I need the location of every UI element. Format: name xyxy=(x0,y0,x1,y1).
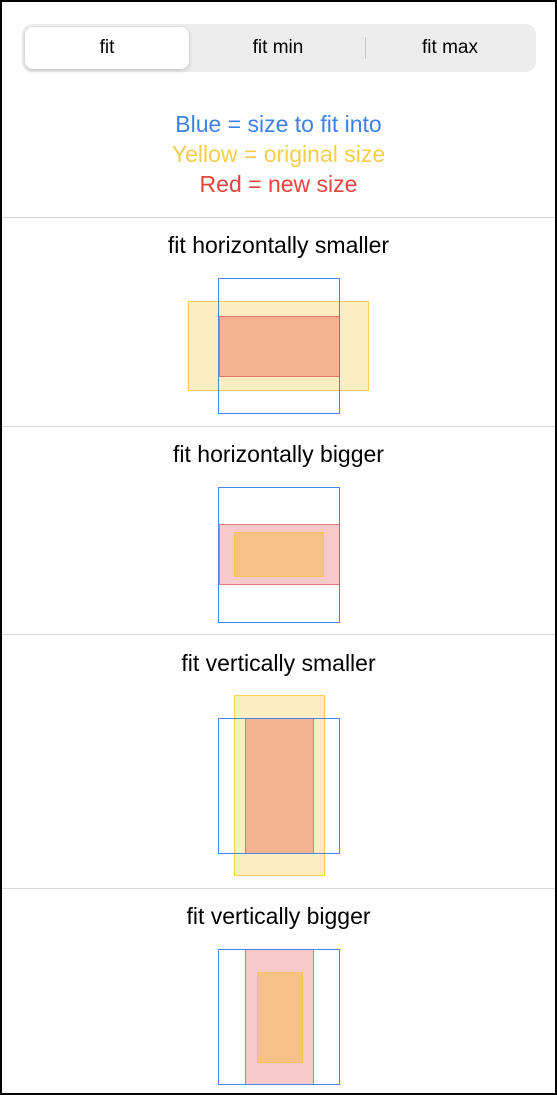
fit-into-rect xyxy=(218,718,340,854)
separator xyxy=(2,888,555,889)
original-size-rect xyxy=(257,972,303,1063)
legend-red: Red = new size xyxy=(199,171,358,197)
separator xyxy=(2,634,555,635)
section-title-fit-vertically-smaller: fit vertically smaller xyxy=(181,650,376,676)
fit-into-rect xyxy=(218,278,340,414)
segment-fit-min[interactable]: fit min xyxy=(252,37,304,58)
new-size-rect xyxy=(245,718,314,854)
separator xyxy=(2,217,555,218)
segment-fit[interactable]: fit xyxy=(25,27,189,69)
fit-mode-segmented-control[interactable]: fit fit min fit max xyxy=(22,24,536,72)
section-title-fit-vertically-bigger: fit vertically bigger xyxy=(186,903,371,929)
segment-divider xyxy=(365,37,366,59)
fit-into-rect xyxy=(218,949,340,1085)
separator xyxy=(2,426,555,427)
legend-yellow: Yellow = original size xyxy=(171,141,386,167)
fit-into-rect xyxy=(218,487,340,623)
new-size-rect xyxy=(219,316,340,377)
segment-fit-max[interactable]: fit max xyxy=(422,37,478,58)
original-size-rect xyxy=(234,532,324,577)
legend-blue: Blue = size to fit into xyxy=(175,111,382,137)
section-title-fit-horizontally-smaller: fit horizontally smaller xyxy=(167,232,390,258)
section-title-fit-horizontally-bigger: fit horizontally bigger xyxy=(173,441,384,467)
